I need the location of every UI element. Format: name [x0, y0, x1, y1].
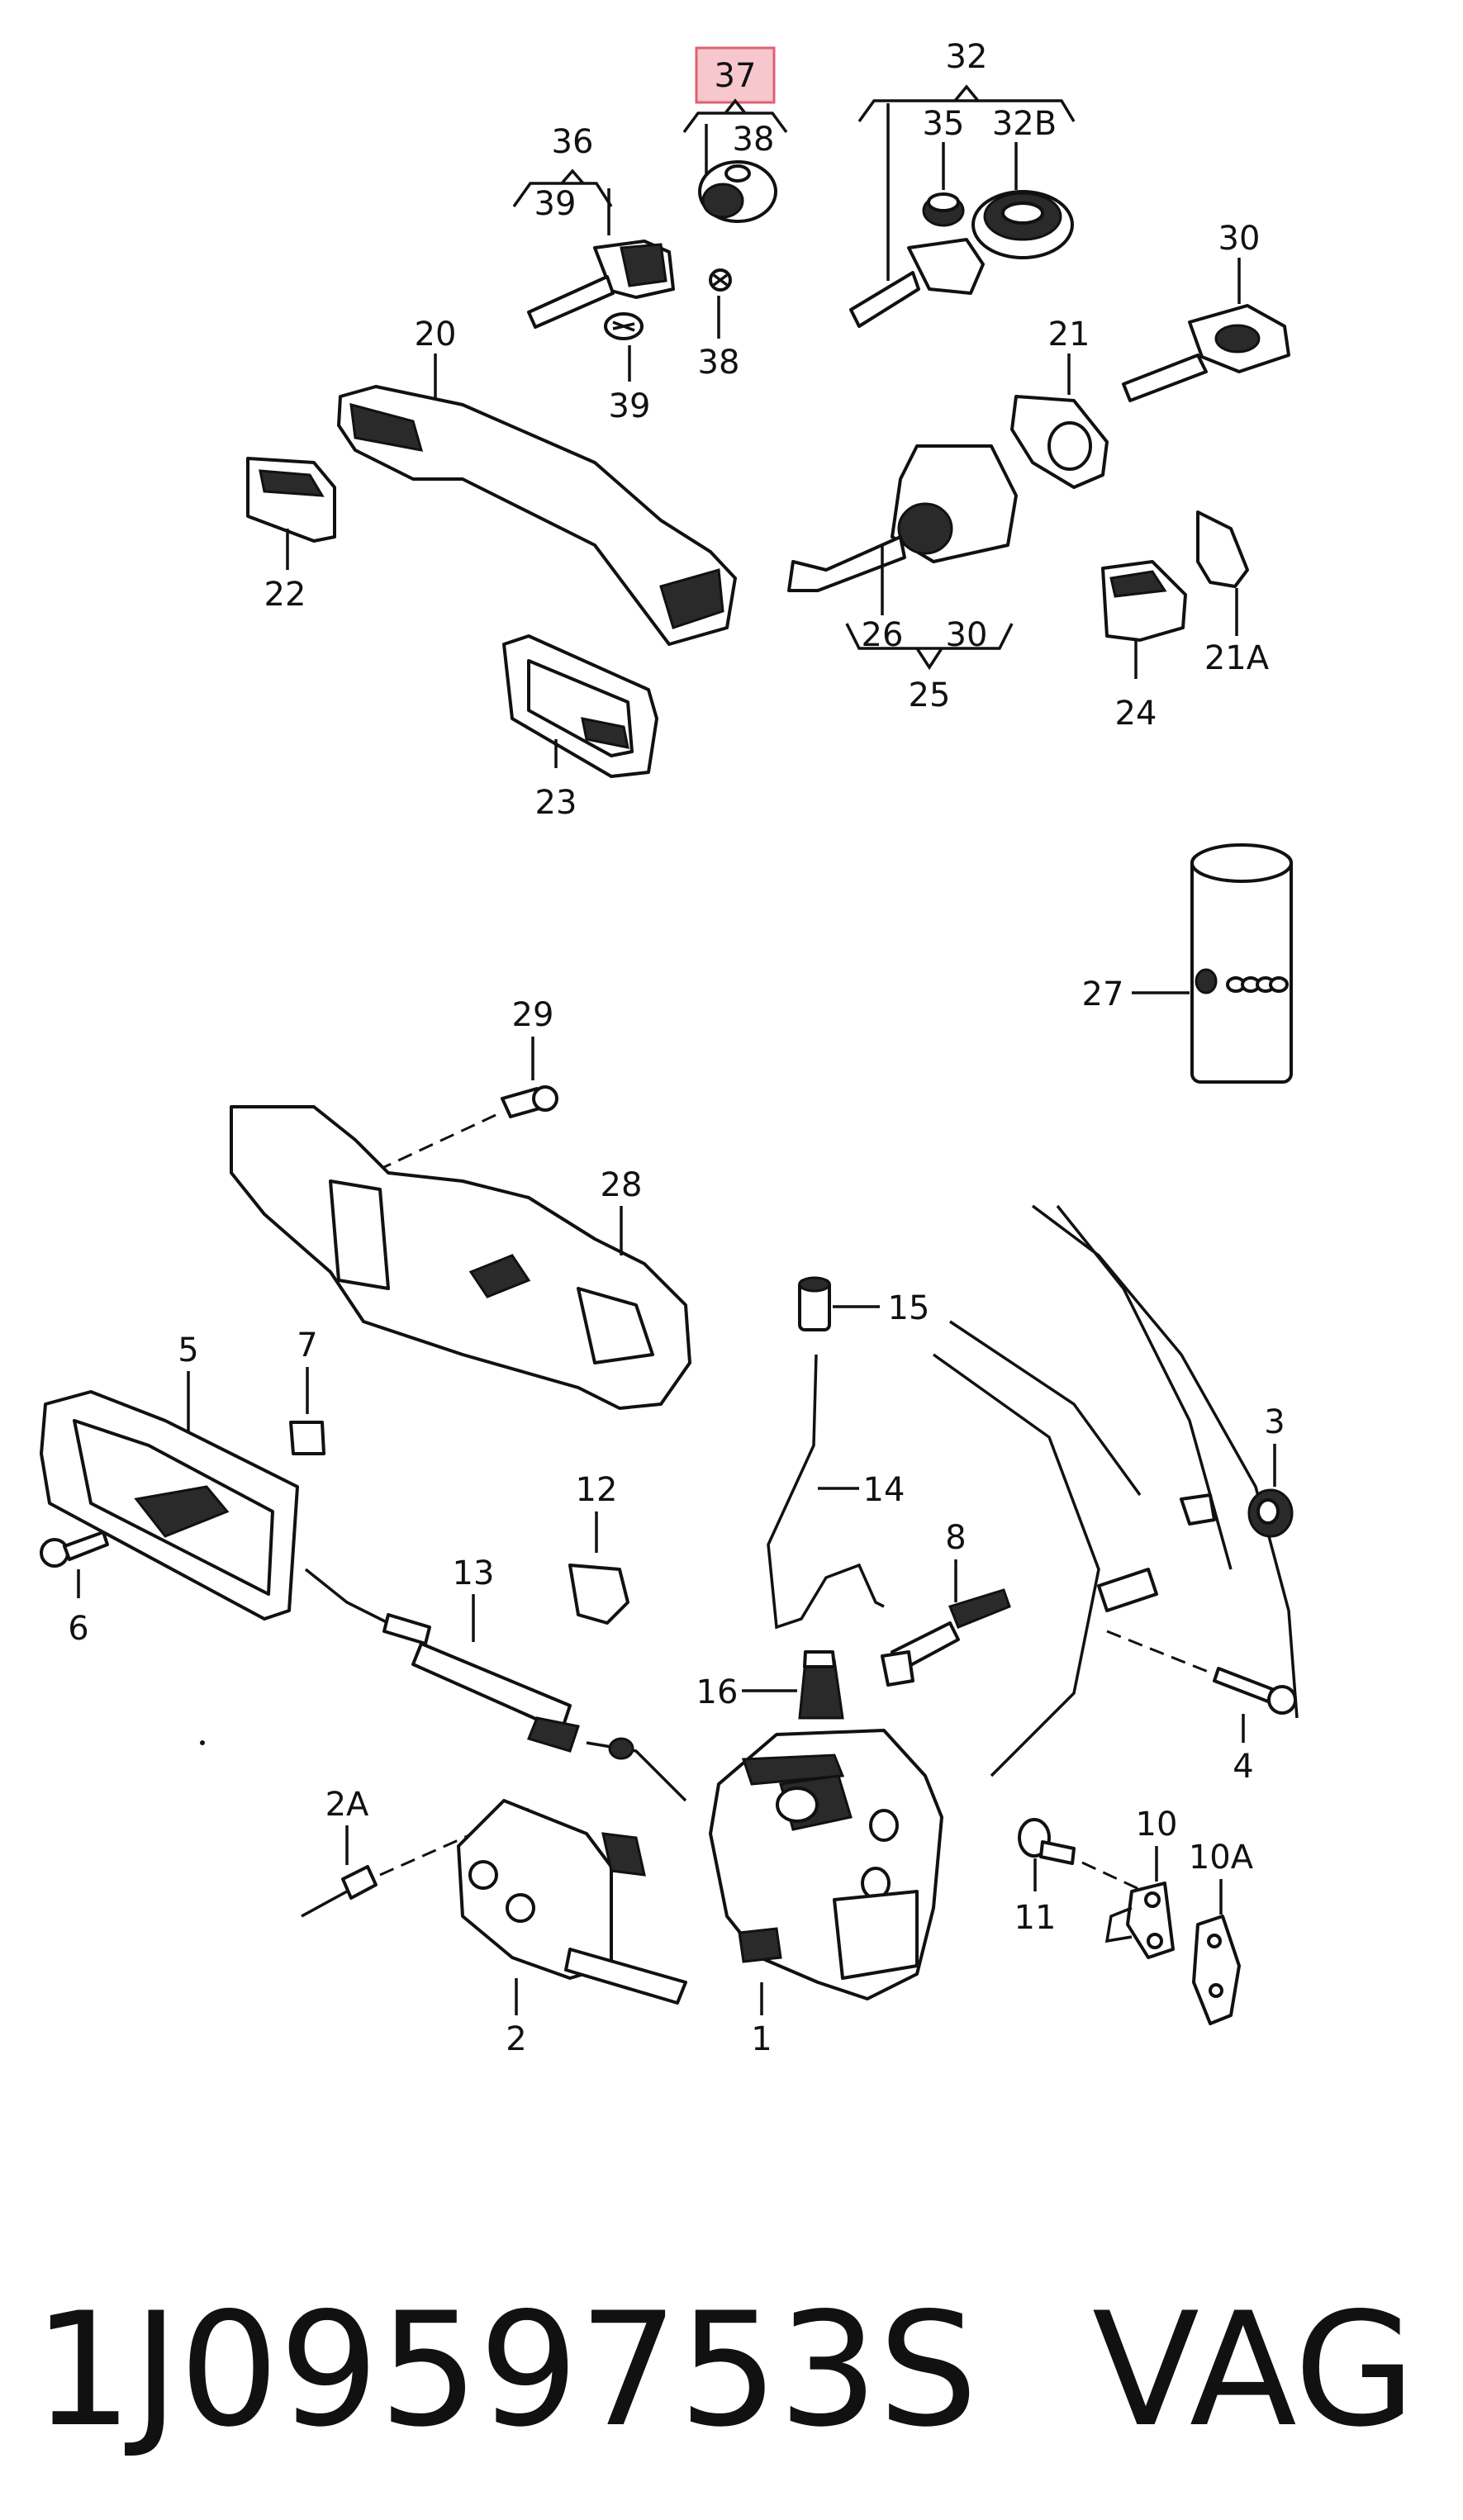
part-29-screw[interactable]: [501, 1085, 558, 1118]
part-4-bolt[interactable]: [1213, 1667, 1297, 1715]
bracket-37: [682, 98, 788, 134]
bracket-36: [512, 168, 613, 208]
callout-28: 28: [601, 1166, 643, 1204]
part-5-inner-handle[interactable]: [40, 1390, 299, 1621]
part-7-clip[interactable]: [289, 1421, 325, 1455]
part-3-nut[interactable]: [1247, 1488, 1294, 1538]
callout-32b: 32B: [992, 105, 1057, 143]
part-10-striker[interactable]: [1104, 1882, 1175, 1959]
part-16-plug[interactable]: [798, 1650, 844, 1720]
callout-36: 36: [552, 123, 594, 161]
part-22-insert[interactable]: [246, 457, 336, 543]
callout-38-top: 38: [733, 121, 775, 159]
callout-39-top: 39: [534, 185, 577, 223]
part-8-pin[interactable]: [881, 1588, 1011, 1687]
part-38-screw[interactable]: [709, 268, 732, 292]
callout-2: 2: [506, 2020, 526, 2058]
part-2a-rivet[interactable]: [301, 1865, 378, 1918]
part-35-plug[interactable]: [922, 192, 965, 227]
callout-30-top: 30: [1218, 220, 1261, 258]
callout-12: 12: [576, 1471, 618, 1509]
part-15-cap[interactable]: [798, 1276, 831, 1331]
callout-25: 25: [909, 676, 951, 714]
callout-20: 20: [415, 316, 457, 354]
callout-16: 16: [696, 1673, 739, 1711]
part-13-cable[interactable]: [304, 1568, 687, 1802]
callout-14: 14: [863, 1471, 905, 1509]
callout-1: 1: [751, 2020, 772, 2058]
part-21a-seal[interactable]: [1196, 510, 1249, 588]
callout-5: 5: [178, 1331, 198, 1369]
callout-22: 22: [264, 576, 306, 614]
part-6-screw[interactable]: [40, 1531, 109, 1568]
callout-21a: 21A: [1204, 639, 1270, 677]
footer-brand: VAG: [1092, 2279, 1416, 2461]
callout-2a: 2A: [325, 1786, 369, 1824]
callout-37: 37: [715, 57, 757, 95]
callout-24: 24: [1115, 695, 1157, 733]
callout-29: 29: [512, 996, 554, 1034]
callout-7: 7: [297, 1326, 317, 1364]
footer-part-number: 1J0959753S: [33, 2279, 978, 2461]
callout-32: 32: [946, 38, 988, 76]
part-32b-cylinder[interactable]: [971, 190, 1074, 259]
part-28-handle-carrier[interactable]: [230, 1105, 691, 1410]
bracket-25: [845, 623, 1014, 671]
part-20-door-handle[interactable]: [337, 385, 737, 646]
part-1-lock-actuator[interactable]: [709, 1729, 943, 2000]
bracket-32: [857, 84, 1076, 123]
callout-6: 6: [68, 1610, 88, 1648]
part-32-key[interactable]: [849, 238, 985, 328]
callout-3: 3: [1264, 1403, 1285, 1441]
callout-11: 11: [1014, 1899, 1057, 1937]
callout-8: 8: [945, 1519, 966, 1557]
part-23-bezel[interactable]: [502, 634, 658, 778]
callout-39-bottom: 39: [609, 387, 651, 425]
callout-15: 15: [888, 1289, 930, 1327]
part-26-lock-cylinder[interactable]: [787, 444, 1018, 592]
part-27-spray-can[interactable]: [1190, 843, 1293, 1084]
door-frame: [932, 1204, 1299, 1777]
part-14-rod[interactable]: [767, 1354, 885, 1630]
callout-35: 35: [923, 105, 965, 143]
callout-27: 27: [1082, 975, 1124, 1013]
part-2-bracket[interactable]: [457, 1799, 687, 2005]
part-38-cap[interactable]: [698, 160, 777, 223]
dot-mark: [200, 1740, 205, 1745]
part-39-clip[interactable]: [604, 312, 644, 340]
callout-10a: 10A: [1189, 1839, 1254, 1877]
callout-21: 21: [1048, 316, 1090, 354]
part-11-screw[interactable]: [1018, 1818, 1076, 1865]
part-24-cap[interactable]: [1101, 560, 1187, 642]
callout-13: 13: [453, 1554, 495, 1592]
callout-4: 4: [1233, 1748, 1253, 1786]
part-21-bracket[interactable]: [1010, 395, 1109, 489]
part-30-key[interactable]: [1122, 304, 1290, 402]
callout-23: 23: [535, 784, 577, 822]
part-12-clip[interactable]: [568, 1564, 629, 1625]
callout-38-bottom: 38: [698, 344, 740, 382]
callout-10: 10: [1136, 1806, 1178, 1844]
part-36-key[interactable]: [527, 240, 675, 329]
part-10a-shim[interactable]: [1192, 1915, 1241, 2025]
